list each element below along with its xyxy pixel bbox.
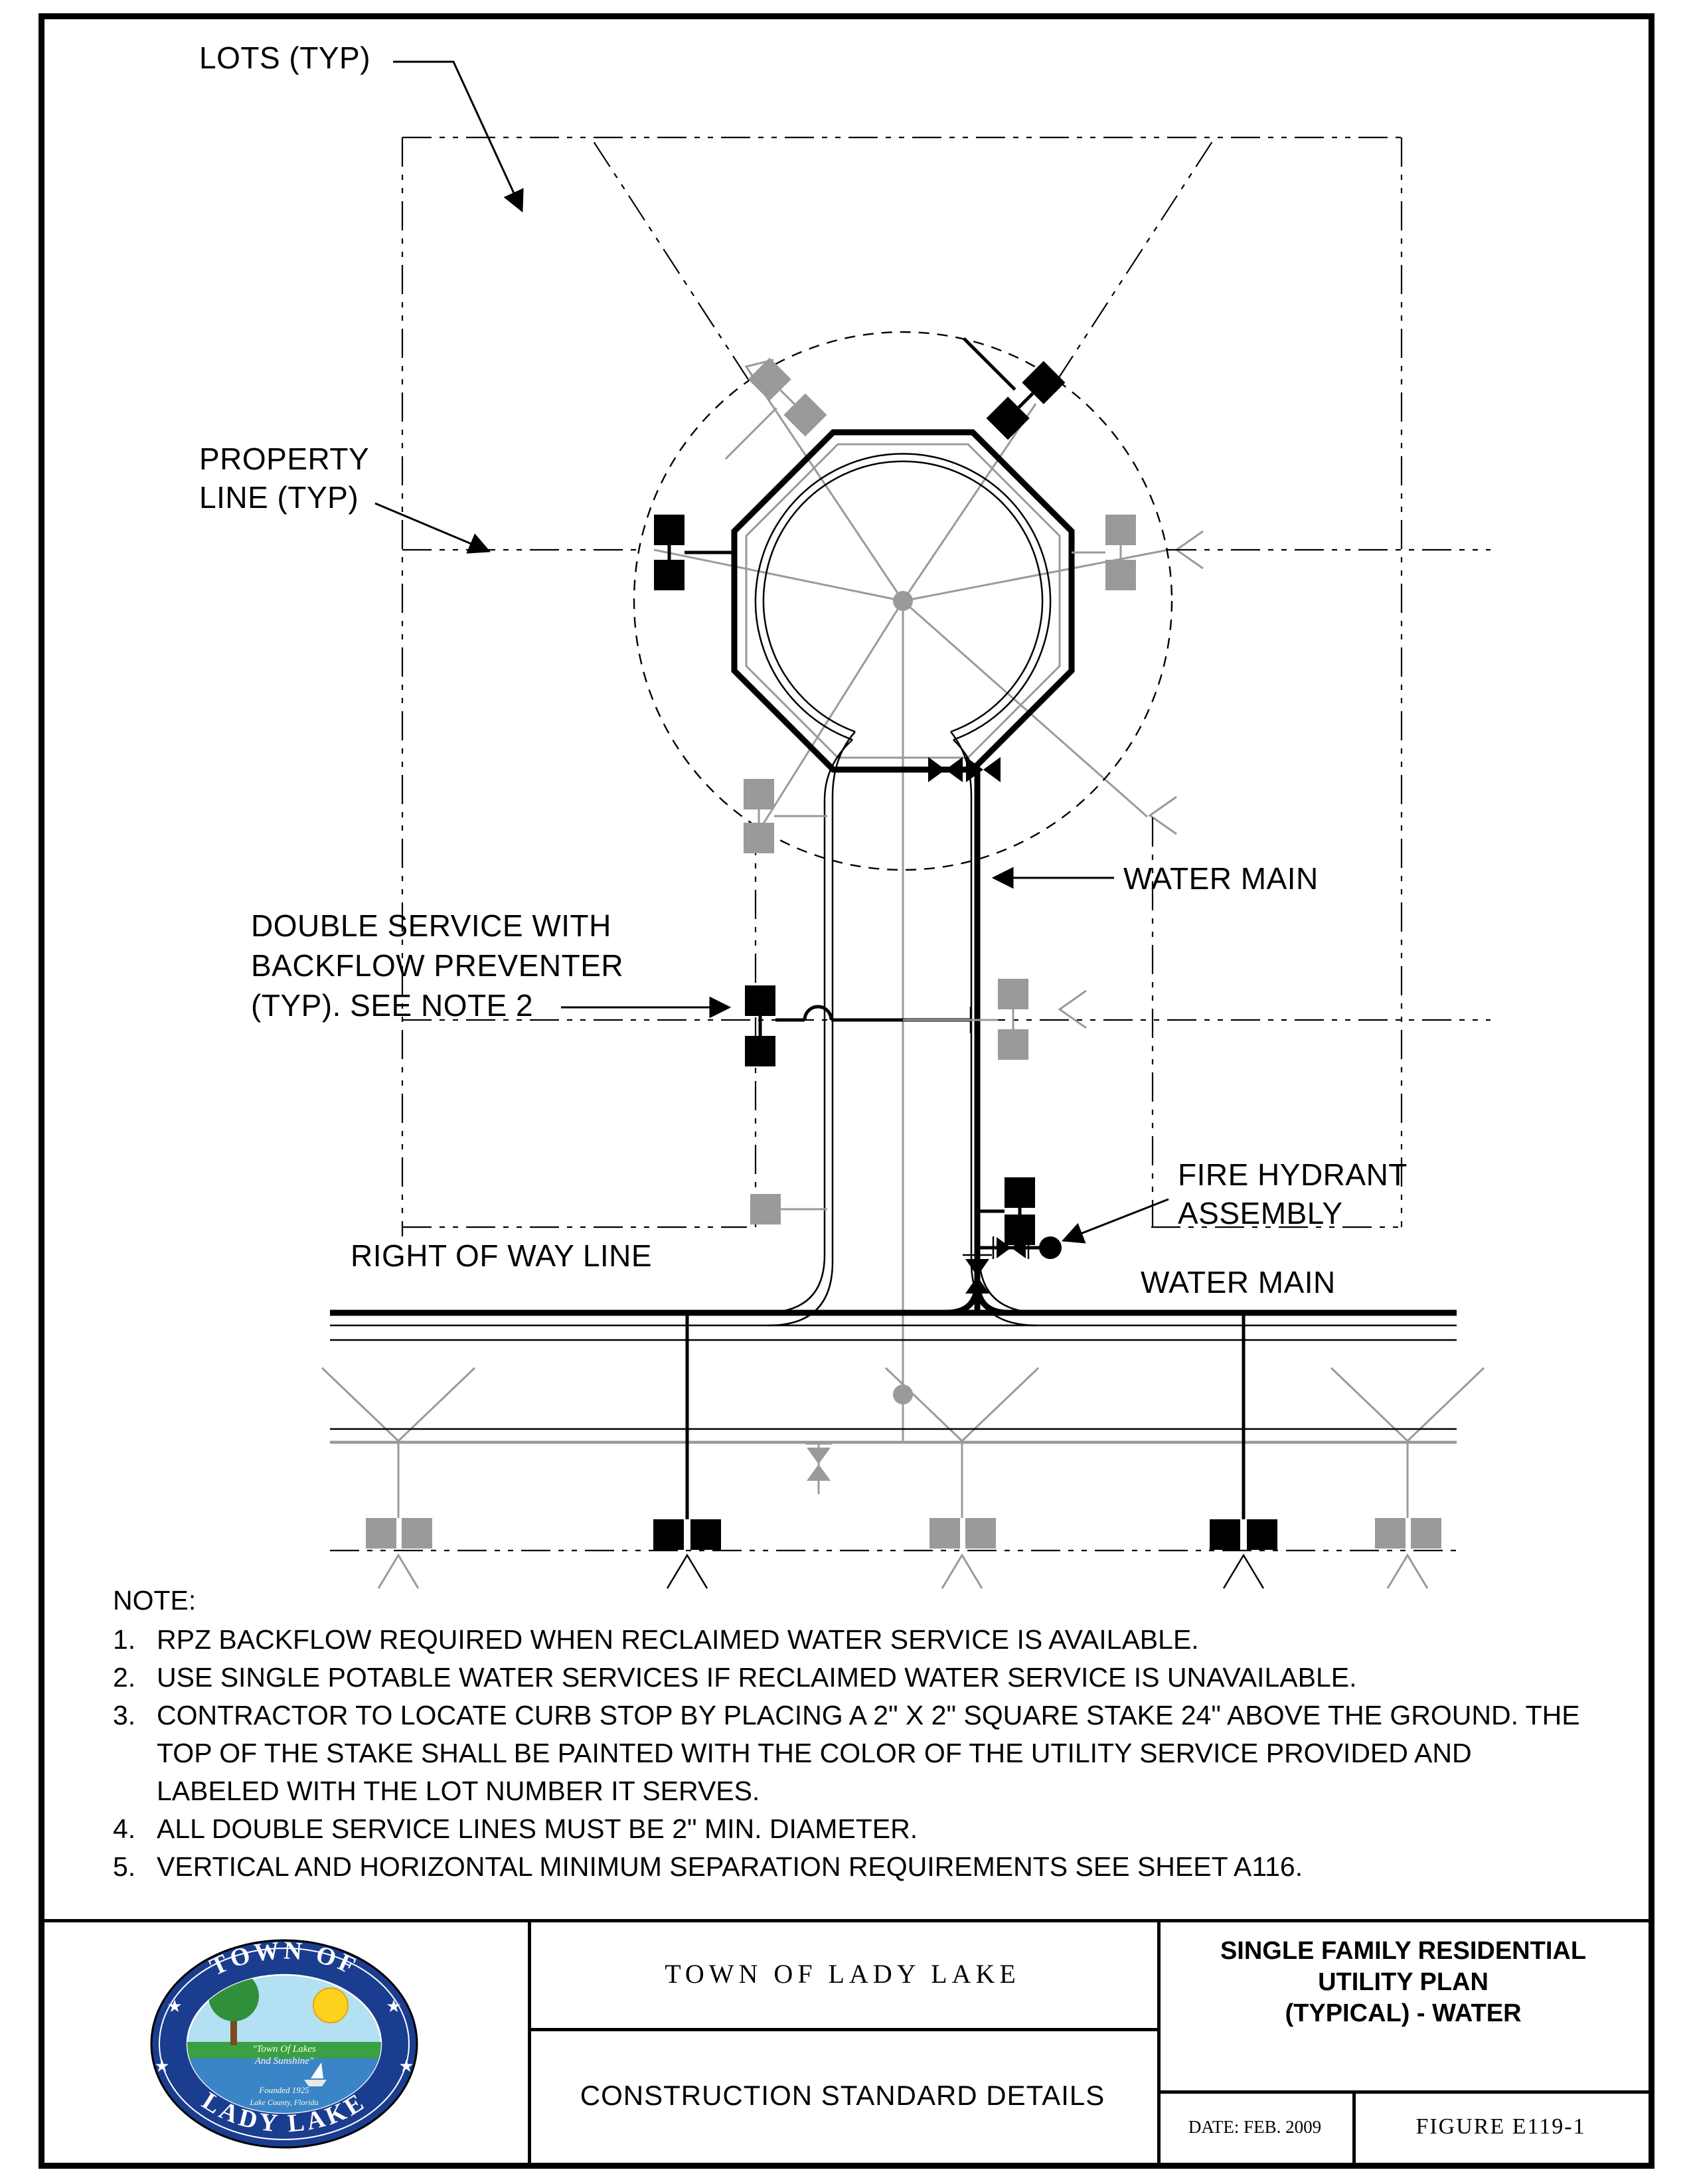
star-icon: ★ xyxy=(167,1996,182,2016)
title-block-divider-2 xyxy=(1157,1919,1161,2163)
seal-sailboat xyxy=(311,2062,323,2078)
town-seal-logo: "Town Of Lakes And Sunshine" Founded 192… xyxy=(150,1936,418,2149)
figure-number: FIGURE E119-1 xyxy=(1415,2114,1586,2139)
label-water-main-lower: WATER MAIN xyxy=(1141,1265,1336,1300)
leader-arrows xyxy=(374,60,1169,1244)
bottom-street xyxy=(330,1309,1457,1444)
fire-hydrant-symbol xyxy=(977,1177,1062,1259)
notes-section: NOTE: 1.RPZ BACKFLOW REQUIRED WHEN RECLA… xyxy=(113,1582,1600,1886)
label-property-line: PROPERTY LINE (TYP) xyxy=(199,442,370,515)
double-service-with-backflow xyxy=(745,985,972,1066)
label-lots-text: LOTS (TYP) xyxy=(199,41,371,75)
water-main-cul-de-sac-loop xyxy=(731,429,1075,773)
title-block-top-line xyxy=(44,1919,1649,1922)
intersection-center-point xyxy=(893,1385,913,1404)
lots-leader xyxy=(393,60,524,212)
label-right-of-way: RIGHT OF WAY LINE xyxy=(351,1238,653,1273)
notes-heading: NOTE: xyxy=(113,1585,197,1616)
fire-hydrant-leader xyxy=(1061,1198,1169,1244)
reclaimed-services xyxy=(366,357,1441,1549)
star-icon: ★ xyxy=(154,2056,169,2076)
double-services xyxy=(653,337,1277,1550)
reclaimed-loop xyxy=(745,443,1061,759)
property-line-leader xyxy=(374,502,491,554)
note-item-4: 4.ALL DOUBLE SERVICE LINES MUST BE 2" MI… xyxy=(113,1813,918,1844)
star-icon: ★ xyxy=(398,2056,414,2076)
title-block-right-split xyxy=(1157,2090,1649,2094)
backflow-preventer-loop xyxy=(803,1005,833,1021)
sheet-title: SINGLE FAMILY RESIDENTIAL UTILITY PLAN (… xyxy=(1220,1937,1587,2027)
seal-tree-trunk xyxy=(230,2004,237,2045)
title-block-divider-1 xyxy=(528,1919,531,2163)
title-block-center-split xyxy=(528,2028,1157,2031)
svg-text:Founded 1925: Founded 1925 xyxy=(258,2085,309,2095)
star-icon: ★ xyxy=(386,1996,401,2016)
date-label: DATE: FEB. 2009 xyxy=(1188,2116,1322,2137)
svg-text:Lake County, Florida: Lake County, Florida xyxy=(250,2098,319,2107)
label-fire-hydrant: FIRE HYDRANT ASSEMBLY xyxy=(1178,1157,1408,1230)
cul-de-sac-center-point xyxy=(893,591,913,611)
property-lines xyxy=(330,136,1491,1552)
svg-text:And Sunshine": And Sunshine" xyxy=(254,2056,314,2066)
hydrant-dot xyxy=(1039,1236,1062,1259)
title-block-date-figure-divider xyxy=(1352,2090,1356,2163)
label-water-main-upper: WATER MAIN xyxy=(1123,861,1319,896)
note-item-2: 2.USE SINGLE POTABLE WATER SERVICES IF R… xyxy=(113,1662,1357,1693)
sheet-subtitle: CONSTRUCTION STANDARD DETAILS xyxy=(580,2080,1105,2111)
agency-name: TOWN OF LADY LAKE xyxy=(665,1959,1020,1989)
gray-radial-lines xyxy=(321,359,1485,1589)
label-lots: LOTS (TYP) xyxy=(199,39,370,77)
note-item-5: 5.VERTICAL AND HORIZONTAL MINIMUM SEPARA… xyxy=(113,1851,1303,1882)
svg-text:"Town Of Lakes: "Town Of Lakes xyxy=(252,2044,316,2055)
note-item-1: 1.RPZ BACKFLOW REQUIRED WHEN RECLAIMED W… xyxy=(113,1624,1199,1655)
note-item-3: 3.CONTRACTOR TO LOCATE CURB STOP BY PLAC… xyxy=(113,1700,1580,1806)
cul-de-sac-pavement xyxy=(745,443,1061,1327)
water-main-loop xyxy=(731,429,1075,1316)
label-double-service: DOUBLE SERVICE WITH BACKFLOW PREVENTER (… xyxy=(251,908,624,1023)
seal-sun xyxy=(313,1987,349,2023)
rear-lot-circle xyxy=(633,331,1173,871)
